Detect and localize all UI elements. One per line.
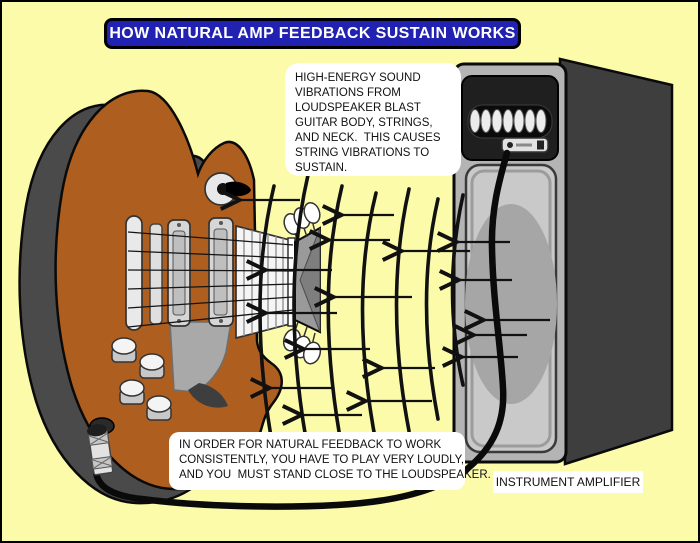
- amp-input-jack: [501, 137, 549, 153]
- cable-plug: [87, 424, 114, 476]
- amp-side: [558, 57, 674, 466]
- bridge: [149, 223, 163, 325]
- amp-knobs: [469, 109, 547, 133]
- amp-label: INSTRUMENT AMPLIFIER: [493, 471, 643, 493]
- bridge-pickup: [208, 217, 234, 327]
- control-knobs: [111, 337, 172, 421]
- sound-waves: [238, 173, 550, 463]
- title-banner: HOW NATURAL AMP FEEDBACK SUSTAIN WORKS: [104, 18, 521, 49]
- amp-speaker-panel: [464, 163, 558, 454]
- neck-pickup: [167, 219, 191, 327]
- amp-control-panel: [461, 75, 559, 161]
- wave-arrows: [238, 200, 550, 415]
- instrument-cable: [87, 149, 511, 510]
- page-title: HOW NATURAL AMP FEEDBACK SUSTAIN WORKS: [109, 24, 516, 42]
- amplifier: [452, 57, 674, 466]
- headstock: [294, 226, 321, 334]
- tailpiece: [125, 215, 143, 331]
- body-shadow-notch: [188, 383, 228, 408]
- amp-speaker-cone: [465, 204, 557, 404]
